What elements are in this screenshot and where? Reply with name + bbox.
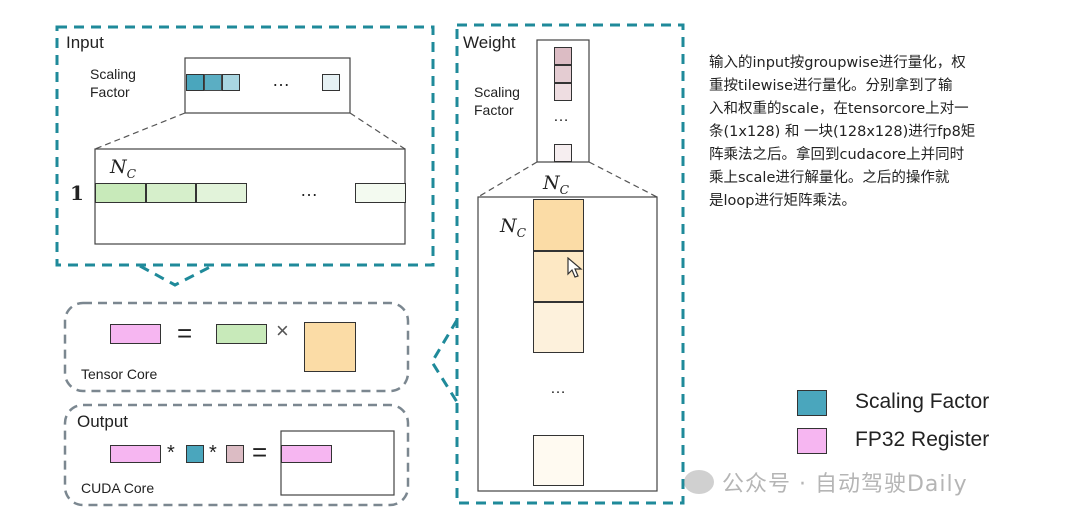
input-nc-main: N xyxy=(110,156,127,178)
weight-nc-top-main: N xyxy=(543,172,560,194)
tensor-times: × xyxy=(276,318,289,343)
legend-label-scaling-factor: Scaling Factor xyxy=(855,390,990,413)
output-input-scale xyxy=(186,445,204,463)
output-weight-scale xyxy=(226,445,244,463)
tensor-core-frame xyxy=(63,301,410,393)
explanation-note: 输入的input按groupwise进行量化，权 重按tilewise进行量化。… xyxy=(709,55,976,209)
output-star-2: * xyxy=(209,442,217,464)
input-block xyxy=(146,183,196,203)
input-row-ellipsis: … xyxy=(300,180,318,200)
input-chevron xyxy=(139,264,213,287)
weight-scale-cell-last xyxy=(554,144,572,162)
weight-scale-cell xyxy=(554,65,572,83)
tensor-equals: = xyxy=(177,318,193,348)
input-scale-cell xyxy=(222,74,240,91)
output-equals: = xyxy=(252,437,268,467)
weight-scaling-label: Scaling Factor xyxy=(474,83,520,119)
mouse-cursor-icon xyxy=(567,257,583,278)
output-frame xyxy=(63,403,410,507)
input-block xyxy=(95,183,146,203)
input-nc-label: NC xyxy=(110,156,136,181)
tensor-fp32-register xyxy=(110,324,161,344)
output-star-1: * xyxy=(167,442,175,464)
weight-scaling-label-line2: Factor xyxy=(474,102,514,118)
weight-nc-side-sub: C xyxy=(516,225,527,240)
weight-block-last xyxy=(533,435,584,486)
weight-nc-top-label: NC xyxy=(543,172,569,197)
weight-chevron xyxy=(430,319,459,403)
legend-label-fp32-register: FP32 Register xyxy=(855,428,990,451)
weight-nc-side-label: NC xyxy=(500,215,526,240)
input-scale-cell xyxy=(186,74,204,91)
weight-frame xyxy=(455,23,685,505)
legend-swatch-scaling-factor xyxy=(797,390,827,416)
weight-scale-ellipsis: … xyxy=(553,108,569,125)
watermark: 公众号 · 自动驾驶Daily xyxy=(684,466,968,498)
input-scale-cell-last xyxy=(322,74,340,91)
input-scale-cell xyxy=(204,74,222,91)
weight-scaling-label-line1: Scaling xyxy=(474,84,520,100)
input-nc-sub: C xyxy=(126,166,137,181)
input-row-label: 1 xyxy=(70,181,84,205)
watermark-text: 公众号 · 自动驾驶Daily xyxy=(722,472,968,497)
weight-block-ellipsis: … xyxy=(550,380,566,397)
output-result-register xyxy=(281,445,332,463)
input-block xyxy=(196,183,247,203)
weight-block xyxy=(533,199,584,251)
tensor-input-block xyxy=(216,324,267,344)
weight-nc-top-sub: C xyxy=(559,182,570,197)
weight-block xyxy=(533,302,584,353)
input-scaling-label-line1: Scaling xyxy=(90,66,136,82)
input-block-last xyxy=(355,183,406,203)
tensor-core-label: Tensor Core xyxy=(81,366,158,382)
weight-title: Weight xyxy=(463,33,516,52)
input-scale-ellipsis: … xyxy=(272,70,290,90)
input-scaling-label-line2: Factor xyxy=(90,84,130,100)
legend-swatch-fp32-register xyxy=(797,428,827,454)
output-result-box xyxy=(280,430,395,496)
cuda-core-label: CUDA Core xyxy=(81,480,155,496)
output-fp32-register xyxy=(110,445,161,463)
weight-scale-cell xyxy=(554,83,572,101)
output-title: Output xyxy=(77,412,129,431)
watermark-wechat-icon xyxy=(684,470,714,494)
input-frame xyxy=(55,25,435,267)
weight-scale-cell xyxy=(554,47,572,65)
input-scaling-label: Scaling Factor xyxy=(90,65,136,101)
weight-nc-side-main: N xyxy=(500,215,517,237)
input-title: Input xyxy=(66,33,104,52)
tensor-weight-block xyxy=(304,322,356,372)
